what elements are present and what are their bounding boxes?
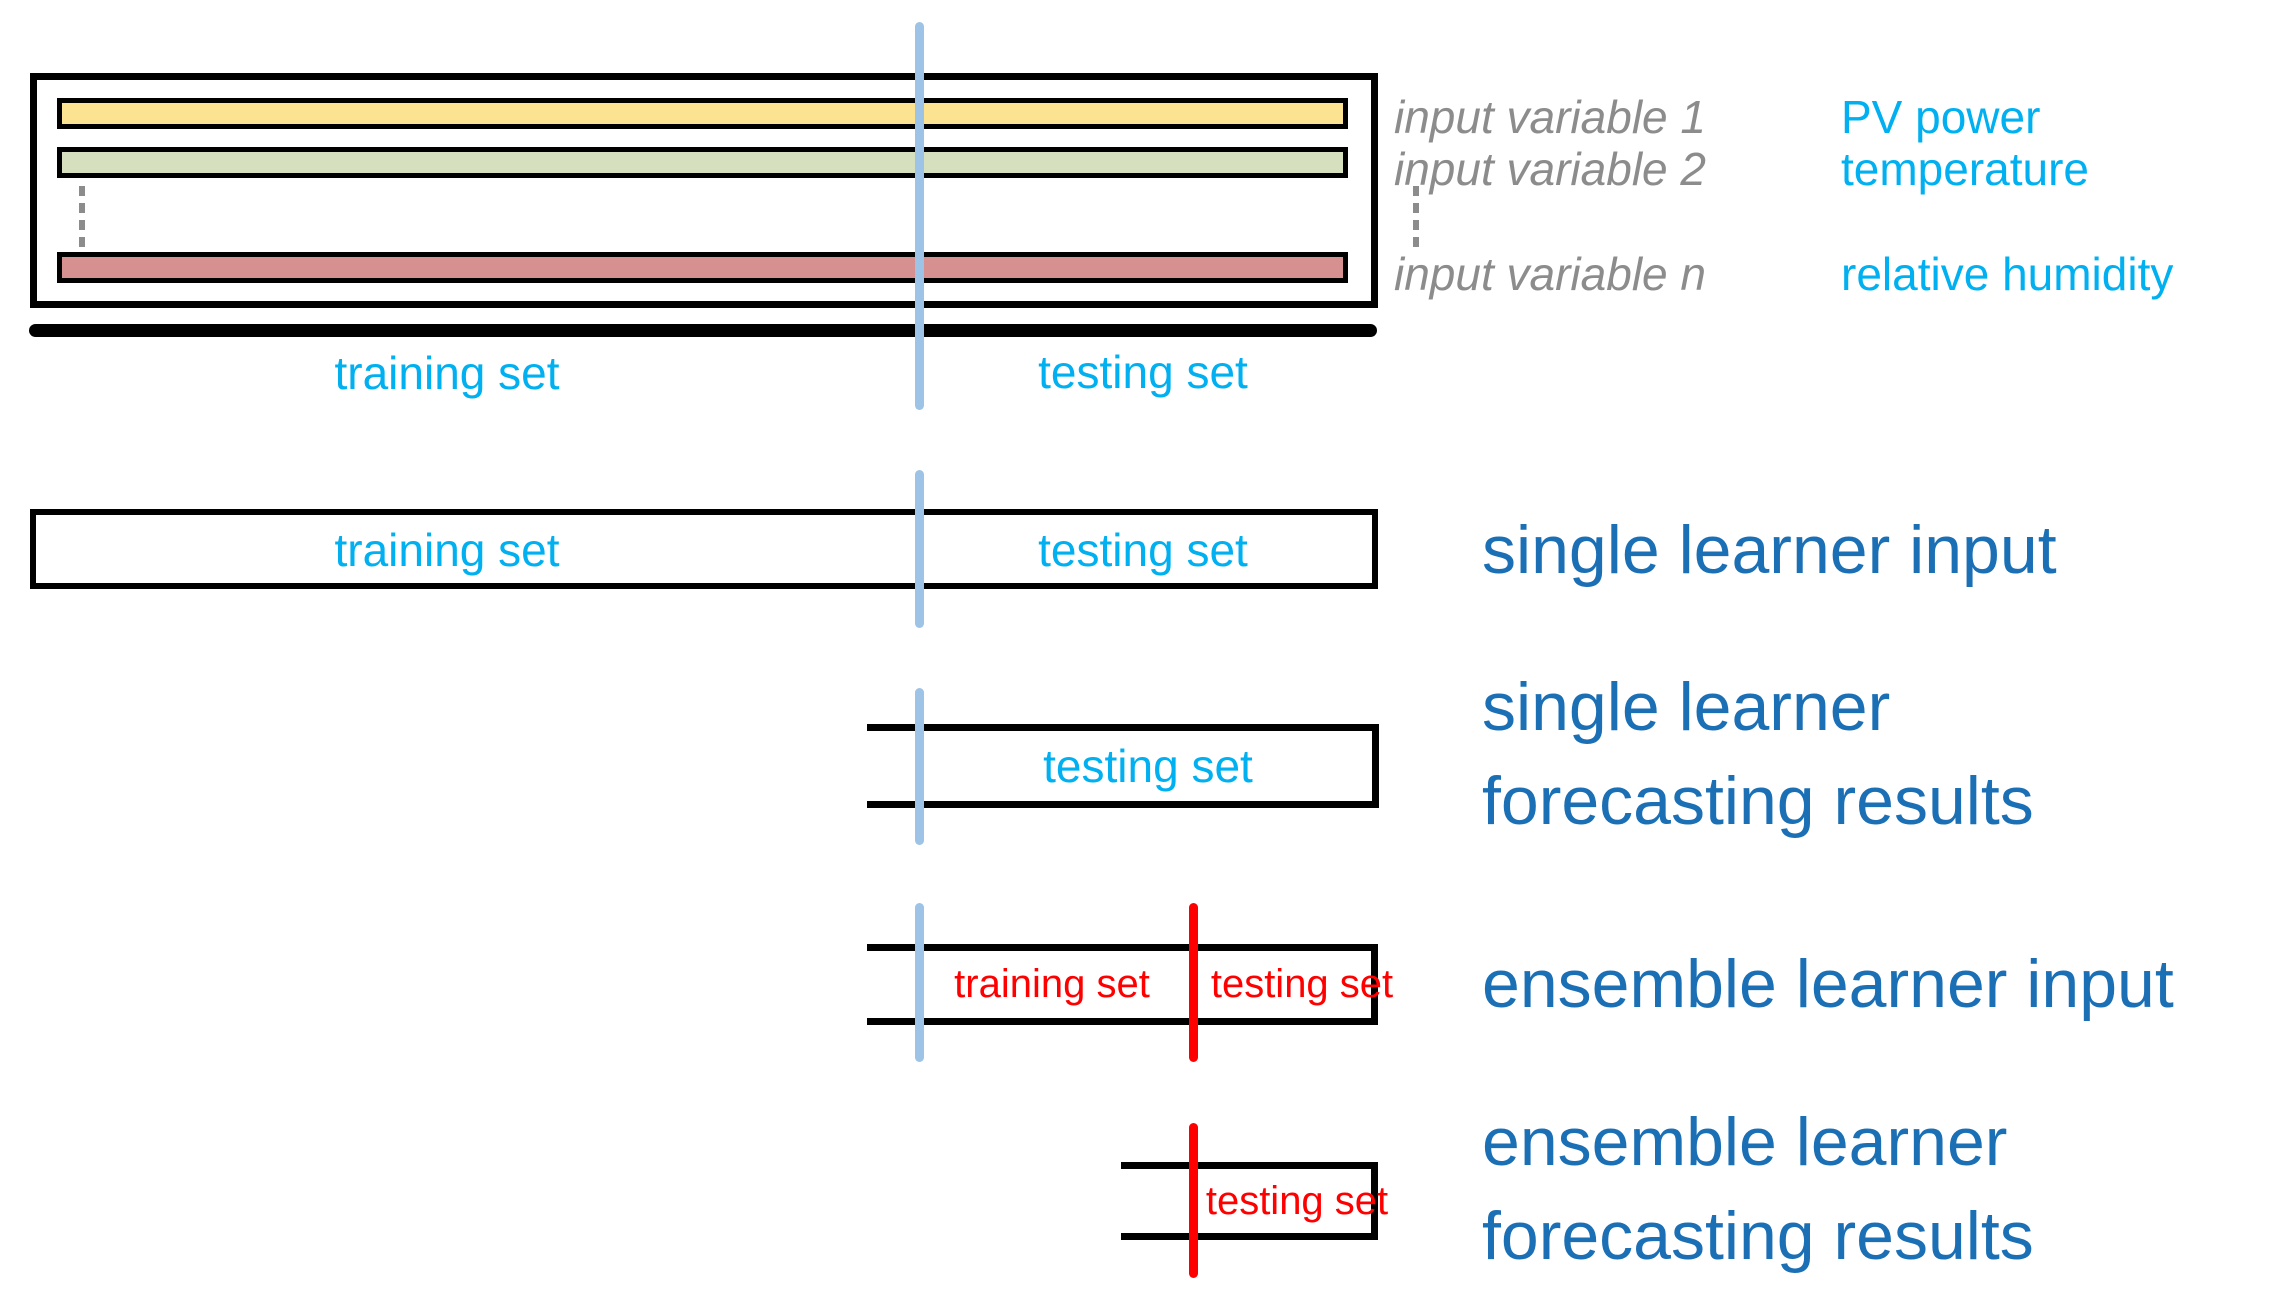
train-test-divider-line-single-results — [915, 688, 924, 845]
single-learner-results-caption-line2: forecasting results — [1482, 763, 2034, 839]
single-learner-input-caption: single learner input — [1482, 512, 2057, 588]
testing-set-label-ensemble-input: testing set — [1210, 962, 1394, 1006]
ensemble-learner-results-caption-line1: ensemble learner — [1482, 1104, 2008, 1180]
testing-set-label-single-input: testing set — [1038, 524, 1248, 576]
training-set-label-ensemble-input: training set — [954, 962, 1150, 1006]
temperature-bar — [57, 147, 1348, 178]
train-test-divider-line-single-input — [915, 470, 924, 628]
ellipsis-dashed-line-right — [1413, 186, 1419, 250]
single-learner-results-box — [867, 724, 1379, 808]
ensemble-learner-input-box — [867, 944, 1378, 1025]
input-variable-n-label: input variable n — [1394, 248, 1706, 300]
testing-set-label-ensemble-results: testing set — [1205, 1179, 1389, 1223]
ensemble-learner-results-box — [1121, 1162, 1378, 1240]
data-span-underline — [29, 324, 1377, 337]
ensemble-learner-results-caption: ensemble learner forecasting results — [1482, 1095, 2034, 1283]
relative-humidity-label: relative humidity — [1841, 248, 2174, 300]
pv-power-label: PV power — [1841, 91, 2041, 143]
ellipsis-dashed-line-left — [79, 186, 85, 250]
train-test-divider-line-ensemble-input — [915, 903, 924, 1062]
single-learner-results-caption-line1: single learner — [1482, 669, 1891, 745]
train-test-divider-line-top — [915, 22, 924, 410]
input-variable-1-label: input variable 1 — [1394, 91, 1706, 143]
training-set-label-single-input: training set — [334, 524, 560, 576]
single-learner-input-box — [30, 509, 1378, 589]
temperature-label: temperature — [1841, 143, 2090, 195]
ensemble-split-divider-line-results — [1189, 1123, 1198, 1278]
ensemble-split-divider-line-input — [1189, 903, 1198, 1062]
pv-power-bar — [57, 98, 1348, 129]
ensemble-learner-results-caption-line2: forecasting results — [1482, 1198, 2034, 1274]
humidity-bar — [57, 252, 1348, 283]
testing-set-label-single-results: testing set — [1043, 740, 1253, 792]
single-learner-results-caption: single learner forecasting results — [1482, 660, 2034, 848]
testing-set-label-top: testing set — [1038, 346, 1248, 398]
input-variable-2-label: input variable 2 — [1394, 143, 1706, 195]
ensemble-learner-input-caption: ensemble learner input — [1482, 946, 2174, 1022]
training-set-label-top: training set — [334, 347, 560, 399]
